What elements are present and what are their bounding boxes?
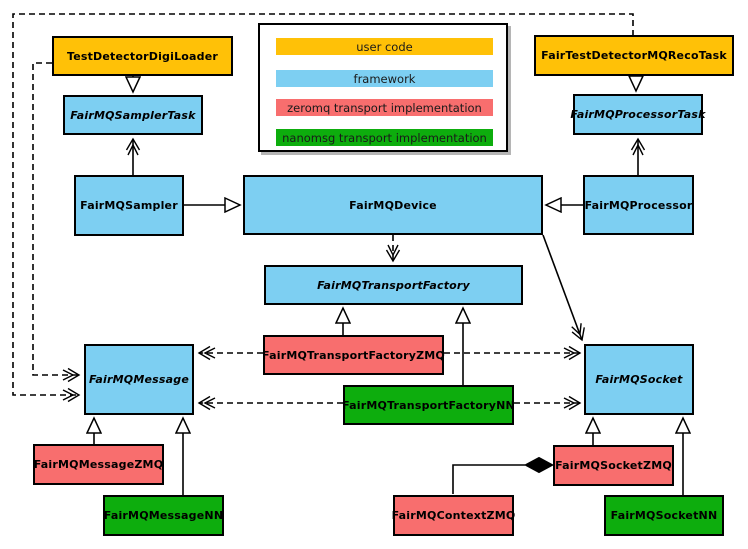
node-test-detector-digi-loader: TestDetectorDigiLoader <box>52 36 233 76</box>
node-fairmq-message: FairMQMessage <box>84 344 194 415</box>
node-fair-test-detector-mq-reco-task: FairTestDetectorMQRecoTask <box>534 35 734 76</box>
node-fairmq-transport-factory: FairMQTransportFactory <box>264 265 523 305</box>
node-fairmq-socket-zmq: FairMQSocketZMQ <box>553 445 674 486</box>
legend-item-user-code: user code <box>276 38 493 55</box>
legend: user code framework zeromq transport imp… <box>258 23 508 152</box>
legend-item-framework: framework <box>276 70 493 87</box>
node-fairmq-message-zmq: FairMQMessageZMQ <box>33 444 164 485</box>
node-fairmq-transport-factory-zmq: FairMQTransportFactoryZMQ <box>262 335 445 375</box>
node-fairmq-sampler-task: FairMQSamplerTask <box>63 95 203 135</box>
node-fairmq-device: FairMQDevice <box>243 175 543 235</box>
node-fairmq-message-nn: FairMQMessageNN <box>103 495 224 536</box>
node-fairmq-processor-task: FairMQProcessorTask <box>570 94 705 135</box>
legend-item-nanomsg: nanomsg transport implementation <box>276 129 493 146</box>
composition-diamond-icon <box>523 456 555 474</box>
node-fairmq-processor: FairMQProcessor <box>583 175 694 235</box>
node-fairmq-socket-nn: FairMQSocketNN <box>604 495 724 536</box>
legend-item-zeromq: zeromq transport implementation <box>276 99 493 116</box>
node-fairmq-transport-factory-nn: FairMQTransportFactoryNN <box>342 385 515 425</box>
node-fairmq-sampler: FairMQSampler <box>74 175 184 236</box>
node-fairmq-context-zmq: FairMQContextZMQ <box>392 495 515 536</box>
node-fairmq-socket: FairMQSocket <box>584 344 694 415</box>
